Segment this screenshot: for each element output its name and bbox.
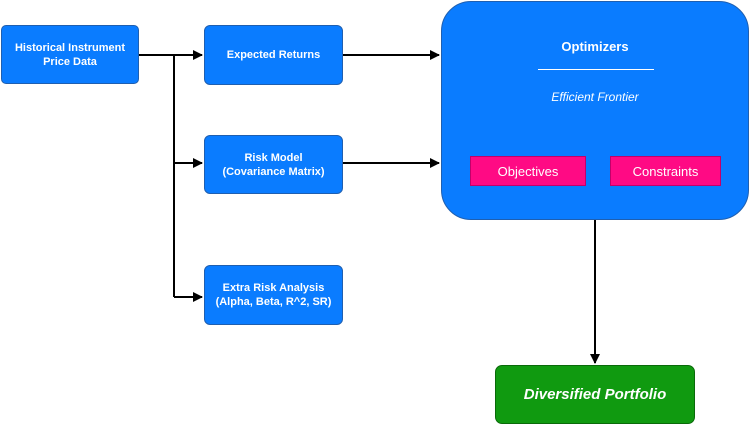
extra-risk-analysis-node[interactable]: Extra Risk Analysis (Alpha, Beta, R^2, S… — [204, 265, 343, 325]
risk-model-node[interactable]: Risk Model (Covariance Matrix) — [204, 135, 343, 194]
expected-returns-node[interactable]: Expected Returns — [204, 25, 343, 85]
constraints-tag[interactable]: Constraints — [610, 156, 721, 186]
objectives-tag[interactable]: Objectives — [470, 156, 586, 186]
historical-price-data-node[interactable]: Historical Instrument Price Data — [1, 25, 139, 84]
optimizers-title: Optimizers — [561, 39, 629, 54]
portfolio-label: Diversified Portfolio — [523, 386, 667, 403]
expected-returns-label: Expected Returns — [226, 49, 321, 61]
historical-label-line1: Historical Instrument — [14, 41, 126, 54]
extra-risk-label-line2: (Alpha, Beta, R^2, SR) — [215, 296, 332, 308]
risk-model-label-line1: Risk Model — [244, 151, 303, 164]
edge-historical-trunk — [139, 54, 175, 297]
optimizers-divider — [538, 69, 654, 70]
constraints-label: Constraints — [632, 163, 699, 179]
risk-model-label-line2: (Covariance Matrix) — [222, 165, 325, 178]
optimizers-node[interactable]: Optimizers Efficient Frontier Objectives… — [441, 1, 749, 220]
extra-risk-label-line1: Extra Risk Analysis — [222, 282, 325, 294]
historical-label-line2: Price Data — [43, 55, 97, 68]
diversified-portfolio-node[interactable]: Diversified Portfolio — [495, 365, 695, 424]
optimizers-subtitle: Efficient Frontier — [551, 90, 639, 104]
objectives-label: Objectives — [497, 163, 559, 179]
